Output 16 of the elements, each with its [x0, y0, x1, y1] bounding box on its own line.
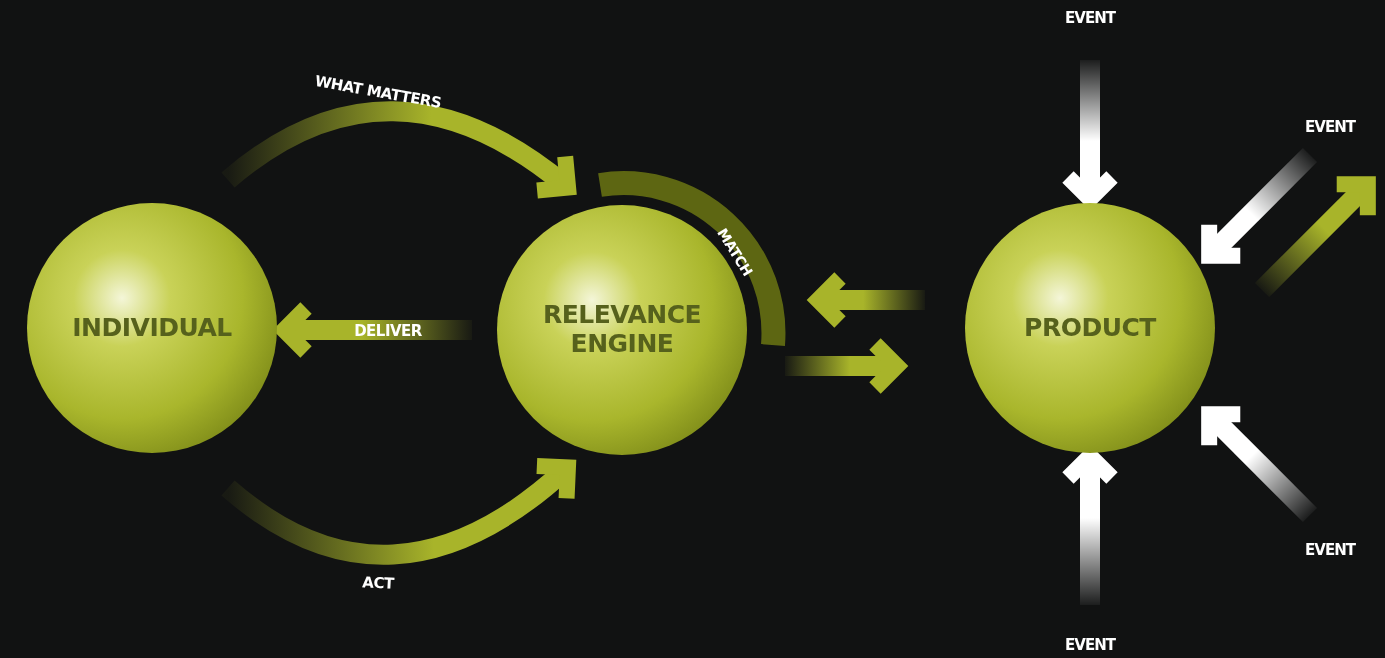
node-label: RELEVANCE ENGINE: [541, 301, 703, 359]
edge-label: WHAT MATTERS: [313, 72, 443, 112]
arrow: [276, 300, 472, 360]
arrow: [1254, 176, 1376, 298]
edge-label: ACT: [361, 573, 395, 593]
arrow: [221, 456, 577, 565]
edge-label: DELIVER: [354, 322, 422, 340]
node-label: INDIVIDUAL: [72, 313, 232, 343]
event-label: EVENT: [1065, 9, 1115, 27]
event-label: EVENT: [1305, 118, 1355, 136]
arrow: [1201, 406, 1318, 523]
arrow: [221, 101, 577, 200]
arrow: [1201, 147, 1318, 264]
event-label: EVENT: [1305, 541, 1355, 559]
node-label: PRODUCT: [1024, 313, 1156, 343]
event-label: EVENT: [1065, 636, 1115, 654]
